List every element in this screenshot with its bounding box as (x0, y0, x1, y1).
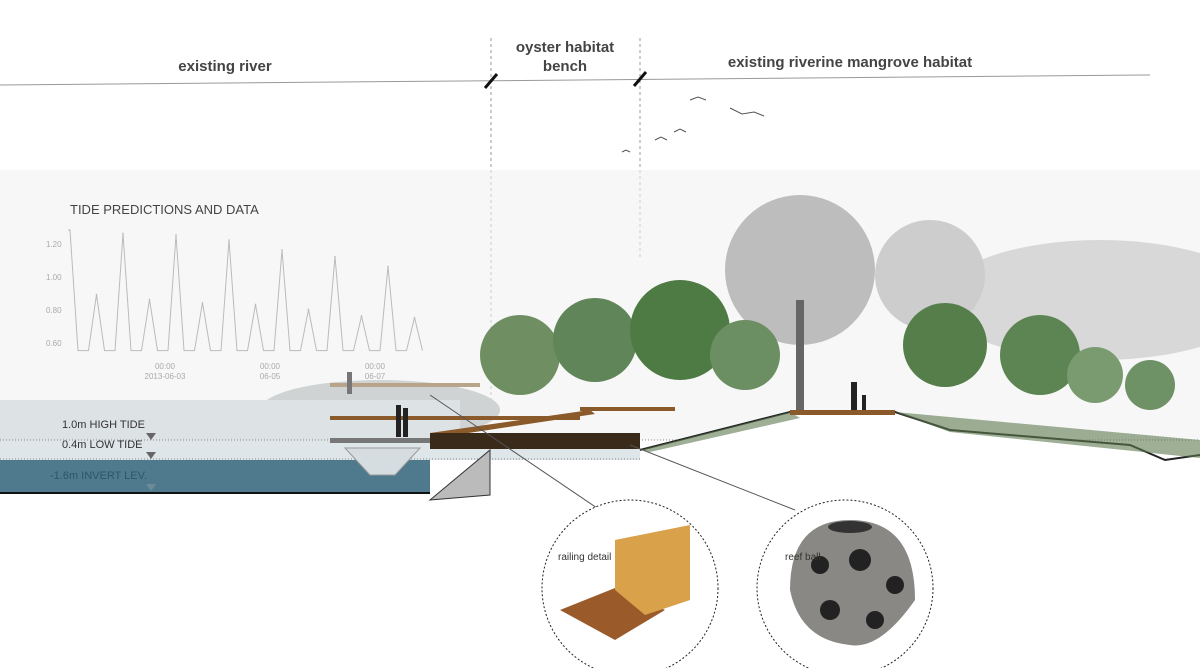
tide-peak-point (334, 255, 336, 258)
invert-level-label: -1.6m INVERT LEV. (50, 470, 148, 482)
x-tick-time: 00:00 (154, 362, 176, 371)
x-tick-time: 00:00 (364, 362, 386, 371)
callout-leader (629, 444, 796, 511)
tide-peak-point (201, 301, 204, 304)
grass (895, 412, 1200, 458)
railing-detail-image (560, 525, 690, 640)
reef-ball-image (790, 520, 915, 646)
y-tick-label: 0.80 (46, 306, 62, 315)
birds (621, 96, 765, 153)
level-marker-icon (146, 484, 156, 491)
high-tide-label: 1.0m HIGH TIDE (62, 419, 145, 431)
zone-label-mangrove: existing riverine mangrove habitat (727, 54, 973, 71)
x-tick-date: 06-07 (364, 372, 386, 381)
reef-ball-label: reef ball (785, 552, 821, 563)
x-tick-date: 06-05 (259, 372, 281, 381)
people (347, 372, 866, 437)
tide-peak-point (387, 265, 389, 268)
chart-title: TIDE PREDICTIONS AND DATA (70, 202, 259, 217)
tide-peak-point (413, 316, 416, 319)
trees (480, 195, 1175, 412)
tide-peak-point (228, 239, 230, 241)
tide-peak-point (148, 298, 151, 301)
tide-peak-point (360, 315, 363, 317)
zone-label-oyster-line1: oyster habitat (515, 39, 615, 56)
tide-peak-point (281, 249, 283, 251)
grass (640, 412, 800, 452)
boardwalk (330, 383, 895, 476)
break-mark (632, 71, 648, 87)
stone-steps (428, 448, 491, 501)
callout-leader (429, 394, 601, 511)
background-hill (940, 240, 1200, 360)
tide-peak-point (307, 308, 310, 311)
tide-peak-point (69, 229, 71, 231)
y-tick-label: 0.60 (46, 339, 62, 348)
zone-label-oyster-line2: bench (542, 58, 588, 75)
zone-label-oyster: oyster habitat bench (495, 38, 635, 76)
zone-baseline (0, 74, 1151, 86)
tide-peak-point (95, 293, 98, 296)
x-tick-time: 00:00 (259, 362, 281, 371)
level-marker-icon (146, 433, 156, 440)
level-marker-icon (146, 452, 156, 459)
railing-detail-label: railing detail (558, 552, 612, 563)
y-tick-label: 1.00 (46, 273, 62, 282)
tide-peak-point (175, 234, 177, 236)
tide-peak-point (254, 303, 257, 306)
zone-label-river: existing river (178, 58, 272, 75)
y-tick-label: 1.20 (46, 240, 62, 249)
x-tick-date: 2013-06-03 (144, 372, 186, 381)
low-tide-label: 0.4m LOW TIDE (62, 439, 143, 451)
tide-series-line (68, 229, 423, 352)
water (0, 460, 430, 493)
tide-peak-point (122, 232, 124, 235)
break-mark (483, 73, 499, 89)
